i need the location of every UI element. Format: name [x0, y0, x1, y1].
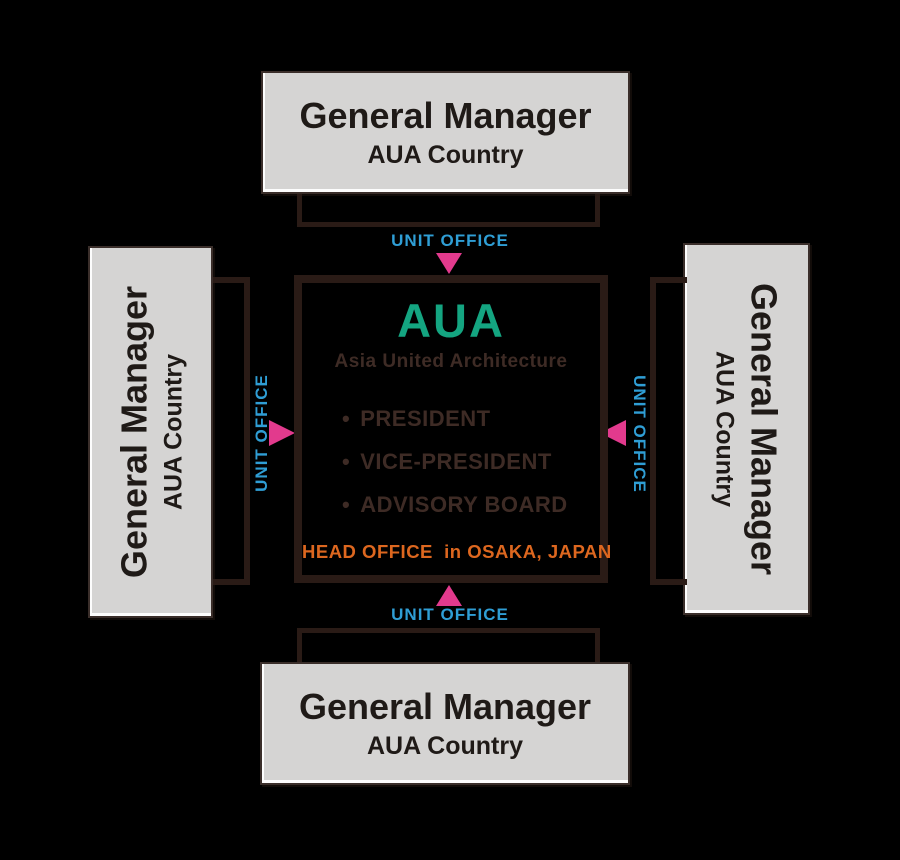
role-label: VICE-PRESIDENT [360, 449, 552, 474]
connector-bracket-right [650, 277, 687, 585]
manager-box-right: General Manager AUA Country [683, 243, 810, 615]
unit-office-label-right: UNIT OFFICE [630, 375, 649, 493]
unit-office-label-top: UNIT OFFICE [391, 231, 509, 250]
manager-subtitle: AUA Country [367, 141, 524, 170]
manager-subtitle: AUA Country [159, 354, 188, 511]
manager-title: General Manager [112, 285, 154, 579]
rotated-text-wrap: General Manager AUA Country [709, 243, 784, 615]
role-item: • ADVISORY BOARD [342, 483, 600, 526]
bullet-icon: • [342, 492, 351, 517]
bullet-icon: • [342, 449, 351, 474]
manager-title: General Manager [743, 282, 785, 576]
rotated-text-wrap: General Manager AUA Country [113, 246, 188, 618]
company-acronym: AUA [397, 294, 505, 347]
role-label: PRESIDENT [360, 406, 491, 431]
head-office-box: AUA Asia United Architecture • PRESIDENT … [294, 275, 612, 583]
unit-office-label-bottom: UNIT OFFICE [391, 605, 509, 624]
manager-title: General Manager [299, 94, 592, 136]
connector-bracket-left [213, 277, 250, 585]
manager-subtitle: AUA Country [366, 732, 523, 761]
head-office-content: AUA Asia United Architecture • PRESIDENT … [302, 283, 612, 575]
manager-title: General Manager [298, 685, 592, 727]
manager-box-top: General Manager AUA Country [261, 71, 630, 194]
manager-box-left: General Manager AUA Country [88, 246, 213, 618]
arrow-up-icon [436, 585, 462, 606]
arrow-down-icon [436, 253, 462, 274]
connector-bracket-top [297, 194, 600, 227]
manager-subtitle: AUA Country [709, 350, 738, 507]
role-item: • PRESIDENT [342, 397, 600, 440]
role-list: • PRESIDENT • VICE-PRESIDENT • ADVISORY BOA… [302, 397, 600, 526]
manager-box-bottom: General Manager AUA Country [260, 662, 630, 785]
bullet-icon: • [342, 406, 351, 431]
role-label: ADVISORY BOARD [360, 492, 568, 517]
head-office-label: HEAD OFFICE in OSAKA, JAPAN [302, 541, 612, 562]
company-full-name: Asia United Architecture [334, 351, 568, 372]
role-item: • VICE-PRESIDENT [342, 440, 600, 483]
connector-bracket-bottom [297, 628, 600, 662]
arrow-right-icon [269, 420, 295, 446]
